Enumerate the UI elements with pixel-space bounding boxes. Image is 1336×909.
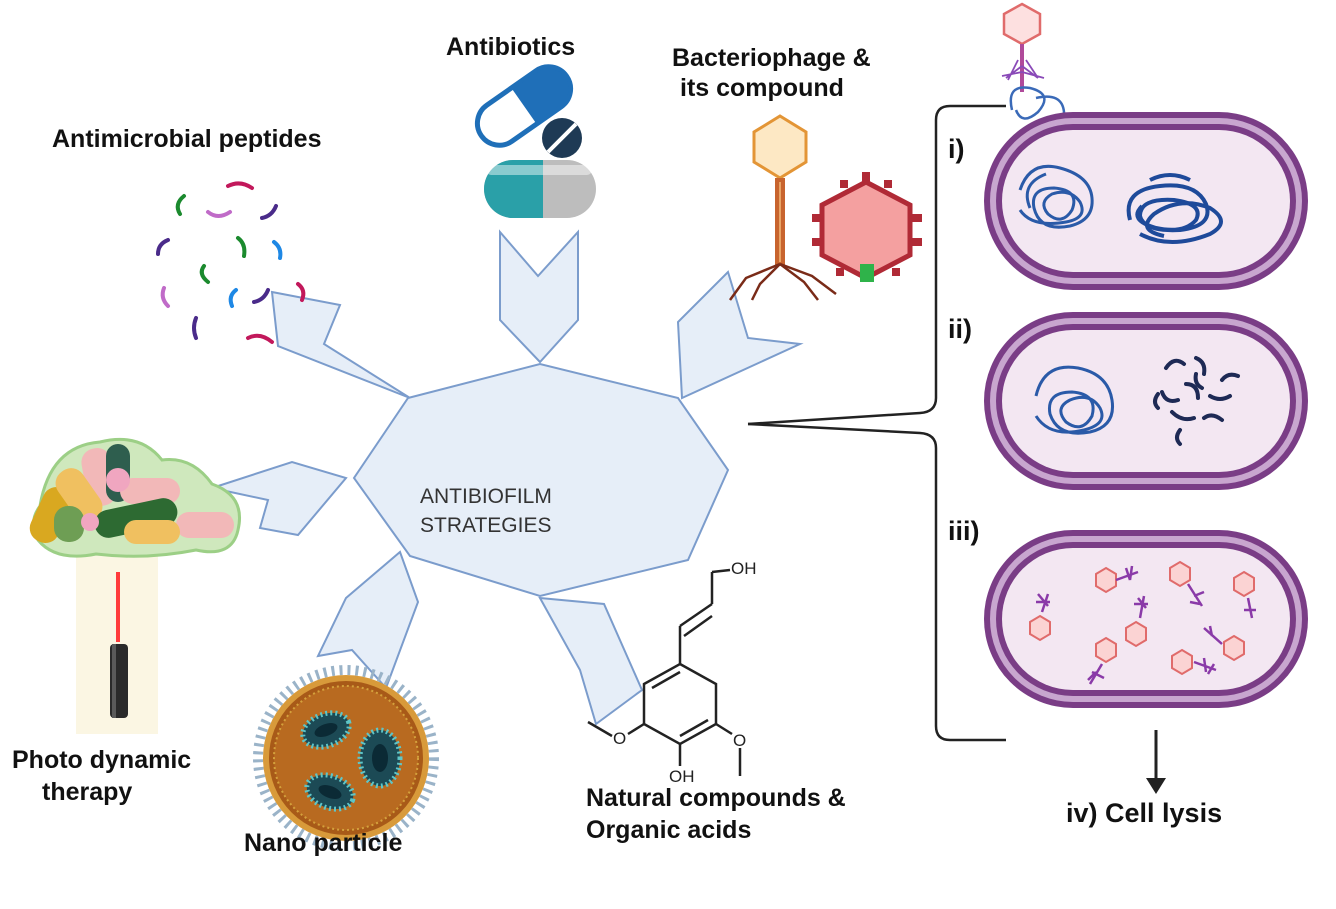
- dna-coil-host: [1034, 365, 1115, 435]
- arrow-antibiotics: [499, 229, 579, 364]
- label-bacteriophage-1: Bacteriophage &: [672, 44, 871, 72]
- hub-arrows: [208, 229, 804, 726]
- pill-capsule-icon: [474, 64, 596, 218]
- antibiofilm-hub: [208, 229, 804, 726]
- progeny-phages: [1029, 560, 1255, 676]
- arrow-photodynamic: [208, 460, 348, 537]
- peptides-icon: [156, 181, 306, 344]
- dna-coil-intact: [1018, 164, 1094, 229]
- center-label-line1: ANTIBIOFILM: [420, 485, 552, 508]
- label-antibiotics: Antibiotics: [446, 33, 575, 61]
- arrow-peptides: [270, 290, 411, 399]
- bacteriophage-icon: [728, 114, 837, 301]
- center-label-line2: STRATEGIES: [420, 514, 551, 537]
- dna-coil-dense: [1126, 173, 1223, 244]
- progeny-phage-tails: [1036, 565, 1256, 685]
- nanoparticle-icon: [253, 665, 439, 851]
- label-nanoparticle: Nano particle: [244, 829, 402, 857]
- molecule-labels: OH O O OH: [613, 559, 757, 786]
- cell-stage-iii: [984, 530, 1308, 708]
- label-photodynamic-1: Photo dynamic: [12, 746, 191, 774]
- arrow-bacteriophage: [676, 270, 804, 400]
- cell-stage-i: [984, 112, 1308, 290]
- stage-labels: i) ii) iii) iv) Cell lysis: [948, 134, 1222, 828]
- center-label: ANTIBIOFILM STRATEGIES: [420, 485, 552, 537]
- down-arrow: [1146, 730, 1166, 794]
- stage-label-i: i): [948, 134, 965, 164]
- molecule-o-left: O: [613, 729, 626, 748]
- dna-fragmented: [1153, 356, 1240, 446]
- strategy-labels: Antibiotics Bacteriophage & its compound…: [12, 33, 871, 857]
- label-natural-1: Natural compounds &: [586, 784, 846, 812]
- label-peptides: Antimicrobial peptides: [52, 125, 321, 153]
- stage-label-iv: iv) Cell lysis: [1066, 798, 1222, 828]
- label-photodynamic-2: therapy: [42, 778, 132, 806]
- arrow-natural: [538, 596, 644, 726]
- bracket-connector: [747, 104, 1006, 742]
- attaching-phage-icon: [1001, 2, 1066, 125]
- label-bacteriophage-2: its compound: [680, 74, 844, 102]
- molecule-oh-bottom: OH: [669, 767, 695, 786]
- molecule-o-right: O: [733, 731, 746, 750]
- cell-stage-ii: [984, 312, 1308, 490]
- molecule-oh-top: OH: [731, 559, 757, 578]
- stage-label-iii: iii): [948, 516, 980, 546]
- label-natural-2: Organic acids: [586, 816, 751, 844]
- phage-compound-icon: [812, 172, 922, 282]
- stage-label-ii: ii): [948, 314, 972, 344]
- natural-compound-molecule: [587, 568, 742, 776]
- arrow-nano: [316, 550, 420, 690]
- hub-octagon: [352, 362, 730, 598]
- photodynamic-icon: [29, 437, 241, 734]
